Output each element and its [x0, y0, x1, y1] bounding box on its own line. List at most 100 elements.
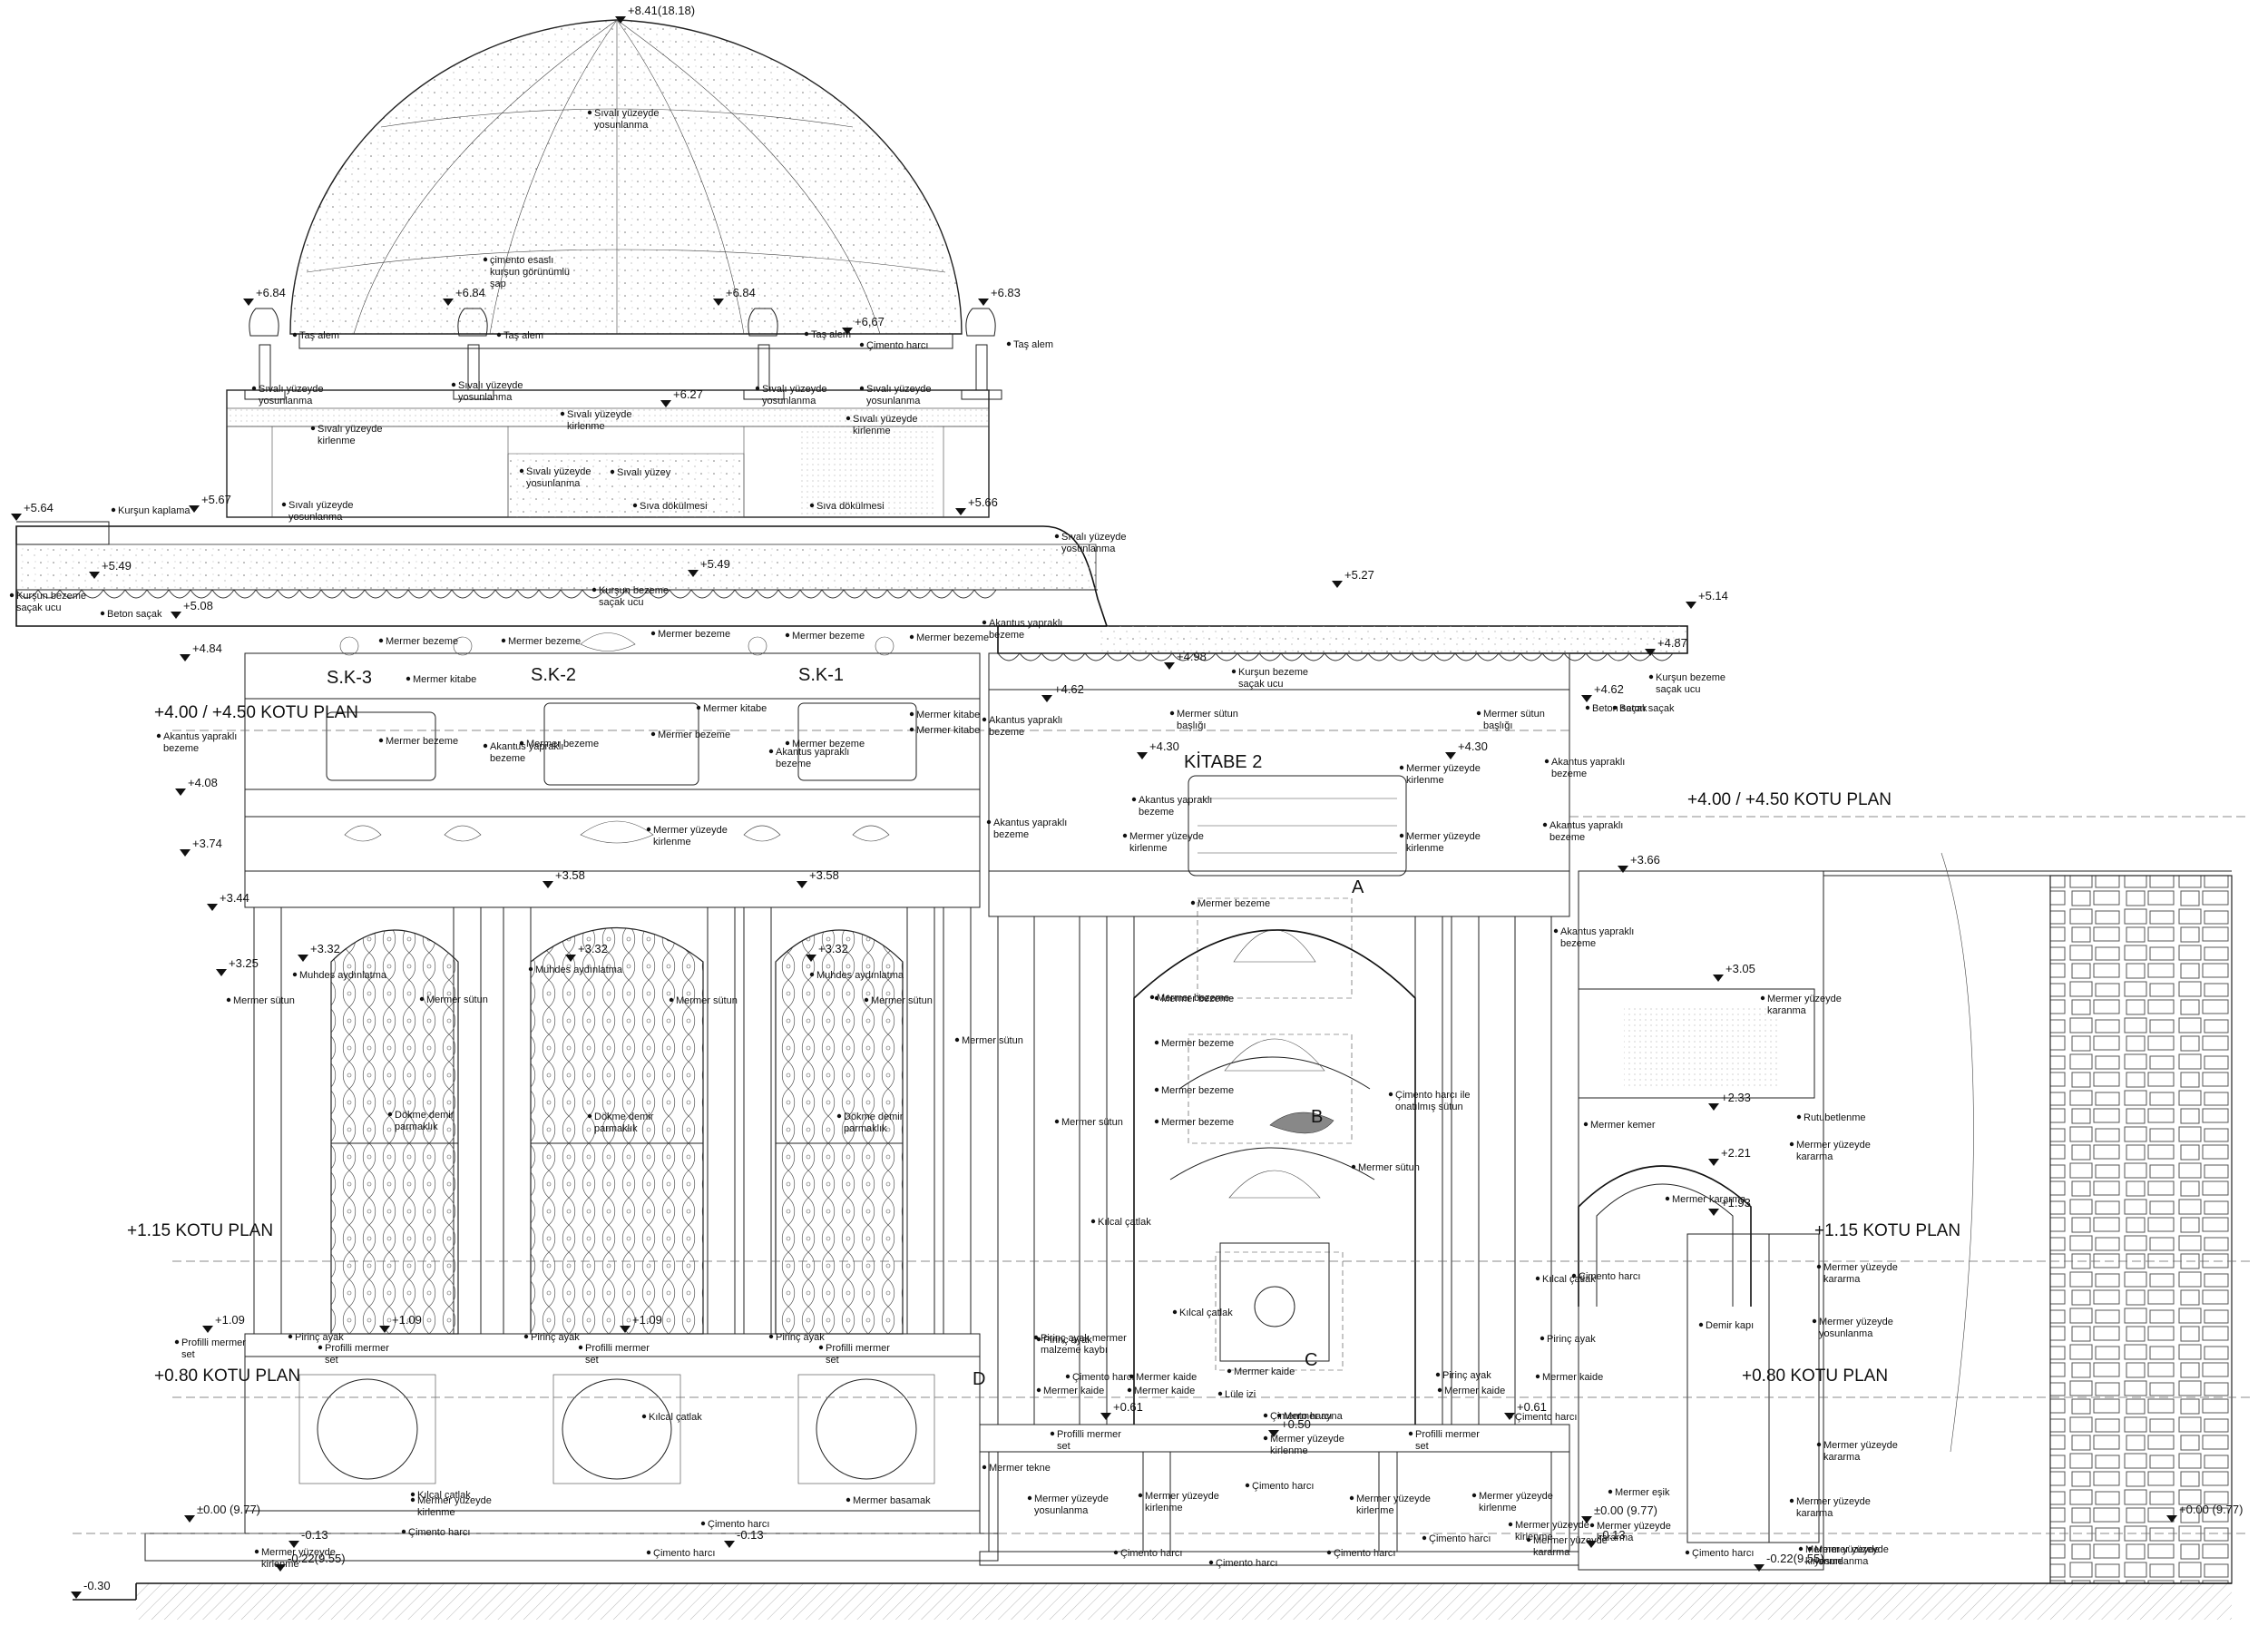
annotation-dot	[523, 1334, 529, 1339]
level-marker	[660, 400, 671, 407]
annotation-label-90: Pirinç ayak	[295, 1332, 344, 1343]
level-marker	[1586, 1541, 1597, 1548]
annotation-label-68: Muhdes aydınlatma	[816, 970, 904, 981]
annotation-dot	[451, 382, 456, 387]
annotation-dot	[587, 1113, 592, 1119]
level-marker	[842, 328, 853, 335]
annotation-dot	[1227, 1368, 1232, 1374]
annotation-label-58: Mermer bezeme	[1157, 993, 1229, 1004]
level-marker	[2166, 1515, 2177, 1523]
level-value-36: +1.09	[215, 1313, 245, 1327]
annotation-dot	[859, 342, 865, 348]
annotation-dot	[1399, 765, 1404, 770]
annotation-label-113: Çimento harcı	[1515, 1412, 1577, 1423]
annotation-label-108: Mermer kaide	[1542, 1372, 1603, 1383]
annotation-dot	[1807, 1546, 1813, 1552]
annotation-dot	[1276, 1413, 1282, 1418]
annotation-dot	[1131, 797, 1137, 802]
annotation-dot	[1129, 1374, 1134, 1379]
annotation-dot	[410, 1497, 415, 1503]
annotation-dot	[1033, 1335, 1039, 1340]
annotation-dot	[650, 631, 656, 636]
annotation-dot	[1154, 1087, 1159, 1092]
annotation-label-63: Mermer sütun	[962, 1035, 1023, 1046]
level-value-44: +0.00 (9.77)	[2179, 1503, 2243, 1516]
annotation-dot	[1050, 1431, 1055, 1436]
level-marker	[688, 570, 699, 577]
level-marker	[71, 1592, 82, 1599]
level-marker	[978, 299, 989, 306]
annotation-dot	[1648, 674, 1654, 680]
annotation-label-77: Rutubetlenme	[1804, 1112, 1866, 1123]
level-marker	[1041, 695, 1052, 702]
annotation-layer: +8.41(18.18)+6.84+6.84+6.84+6,67+6.83+6.…	[9, 4, 2243, 1599]
annotation-dot	[1154, 1119, 1159, 1124]
level-value-11: +5.49	[700, 557, 730, 571]
annotation-dot	[318, 1345, 323, 1350]
annotation-dot	[785, 632, 790, 638]
level-marker	[189, 505, 200, 513]
annotation-label-5: Taş alem	[1013, 339, 1053, 350]
level-marker	[1618, 866, 1628, 873]
annotation-label-85: Kılcal çatlak	[417, 1490, 471, 1501]
annotation-dot	[1812, 1318, 1817, 1324]
annotation-label-73: Mermer bezeme	[1161, 1038, 1234, 1049]
annotation-dot	[755, 386, 760, 391]
annotation-label-106: Mermer kaide	[1134, 1386, 1195, 1396]
annotation-dot	[292, 332, 298, 338]
annotation-label-74: Mermer bezeme	[1161, 1085, 1234, 1096]
annotation-dot	[1065, 1374, 1070, 1379]
annotation-dot	[1027, 1495, 1032, 1501]
annotation-dot	[669, 997, 674, 1003]
level-value-23: +3.74	[192, 837, 222, 850]
level-marker	[171, 612, 181, 619]
level-marker	[1445, 752, 1456, 759]
annotation-dot	[1054, 1119, 1060, 1124]
plan-level-right-mid: +1.15 KOTU PLAN	[1814, 1221, 1960, 1240]
annotation-dot	[292, 972, 298, 977]
level-value-2: +6.84	[455, 286, 485, 299]
level-value-46: -0.13	[737, 1528, 764, 1542]
annotation-dot	[587, 110, 592, 115]
section-key-5: B	[1311, 1107, 1323, 1127]
annotation-label-29: Mermer bezeme	[508, 636, 581, 647]
annotation-dot	[909, 711, 914, 717]
annotation-label-123: Mermer basamak	[853, 1495, 931, 1506]
plan-level-left-mid: +1.15 KOTU PLAN	[127, 1221, 273, 1240]
annotation-dot	[288, 1334, 293, 1339]
annotation-dot	[859, 386, 865, 391]
annotation-dot	[1122, 833, 1128, 838]
annotation-label-53: Mermer bezeme	[526, 739, 599, 749]
level-value-1: +6.84	[256, 286, 286, 299]
annotation-label-60: Mermer sütun	[426, 994, 488, 1005]
annotation-dot	[1190, 900, 1196, 906]
annotation-dot	[1476, 710, 1481, 716]
level-marker	[298, 955, 308, 962]
annotation-label-4: Taş alem	[811, 329, 851, 340]
annotation-dot	[864, 997, 869, 1003]
dome	[289, 19, 963, 349]
level-value-47: -0.13	[1598, 1528, 1626, 1542]
section-key-1: S.K-2	[531, 665, 576, 685]
annotation-label-136: Çimento harcı	[1692, 1548, 1754, 1559]
annotation-dot	[591, 587, 597, 593]
annotation-label-2: Taş alem	[299, 330, 339, 341]
level-marker	[615, 16, 626, 24]
level-value-34: +2.21	[1721, 1146, 1751, 1160]
level-value-37: +1.09	[392, 1313, 422, 1327]
annotation-dot	[406, 676, 411, 681]
